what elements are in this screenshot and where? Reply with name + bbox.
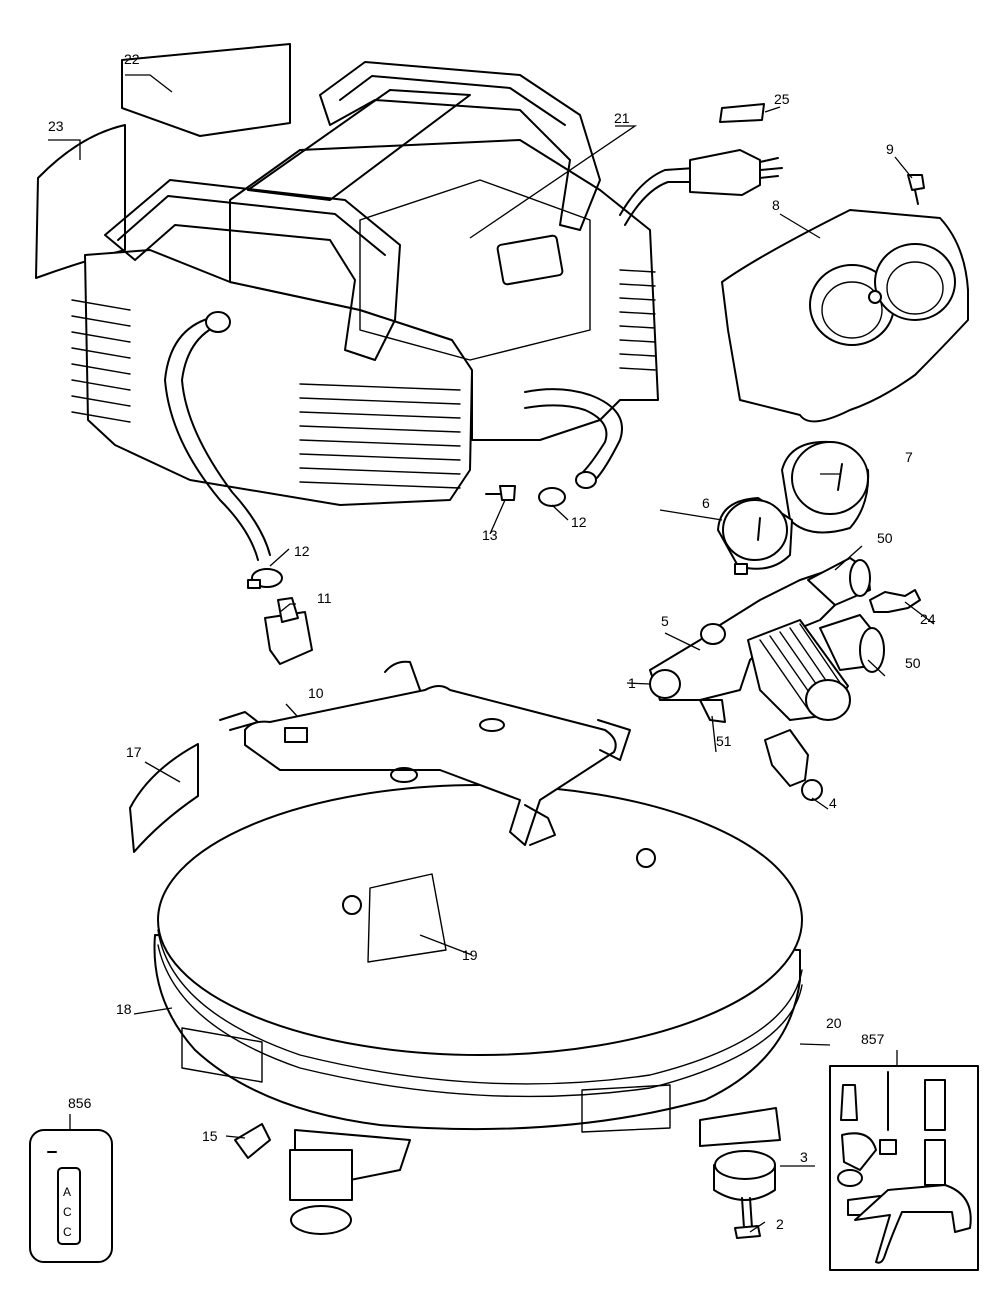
callout-23: 23 <box>48 118 64 134</box>
motor-shroud-assembly <box>71 61 783 561</box>
callout-51: 51 <box>716 733 732 749</box>
callout-7: 7 <box>905 449 913 465</box>
quick-coupler-upper <box>807 557 871 606</box>
hose-clamp-right <box>538 487 566 507</box>
callout-8: 8 <box>772 197 780 213</box>
label-decal-23 <box>35 124 126 279</box>
callout-15: 15 <box>202 1128 218 1144</box>
callout-4: 4 <box>829 795 837 811</box>
hose-fitting-11 <box>264 597 313 665</box>
fitting-24 <box>869 589 921 613</box>
callout-12-left: 12 <box>294 543 310 559</box>
callout-17: 17 <box>126 744 142 760</box>
hose-clamp-left <box>247 568 283 589</box>
callout-19: 19 <box>462 947 478 963</box>
kit-856-letter-1: A <box>63 1185 71 1199</box>
quick-coupler-lower <box>819 614 885 673</box>
mounting-bracket <box>219 660 631 846</box>
accessory-kit-856 <box>29 1129 113 1263</box>
screw-9 <box>907 174 925 205</box>
callout-3: 3 <box>800 1149 808 1165</box>
callout-22: 22 <box>124 51 140 67</box>
callout-24: 24 <box>920 611 936 627</box>
kit-856-letter-3: C <box>63 1225 72 1239</box>
callout-6: 6 <box>702 495 710 511</box>
screw-13 <box>485 485 516 501</box>
callout-13: 13 <box>482 527 498 543</box>
callout-856: 856 <box>68 1095 92 1111</box>
callout-5: 5 <box>661 613 669 629</box>
regulator-manifold <box>649 569 851 723</box>
callout-21: 21 <box>614 110 630 126</box>
label-decal-17 <box>129 743 199 853</box>
kit-856-letter-2: C <box>63 1205 72 1219</box>
fitting-4 <box>764 729 823 801</box>
callout-12-right: 12 <box>571 514 587 530</box>
callout-50-upper: 50 <box>877 530 893 546</box>
gauge-panel-cover <box>721 209 969 423</box>
callout-2: 2 <box>776 1216 784 1232</box>
callout-50-lower: 50 <box>905 655 921 671</box>
air-tank <box>153 784 803 1235</box>
pressure-gauge-small <box>717 497 793 575</box>
accessory-kit-857 <box>829 1065 979 1271</box>
callout-11: 11 <box>317 590 332 606</box>
pressure-gauge-large <box>781 440 870 534</box>
label-decal-25 <box>719 103 765 123</box>
callout-25: 25 <box>774 91 790 107</box>
callout-18: 18 <box>116 1001 132 1017</box>
callout-9: 9 <box>886 141 894 157</box>
bolt-2 <box>734 1197 761 1239</box>
rubber-foot-3 <box>713 1150 776 1201</box>
callout-857: 857 <box>861 1031 885 1047</box>
callout-20: 20 <box>826 1015 842 1031</box>
callout-1: 1 <box>628 675 636 691</box>
leader-lines <box>48 74 935 1233</box>
callout-10: 10 <box>308 685 324 701</box>
label-decal-22 <box>121 43 291 137</box>
